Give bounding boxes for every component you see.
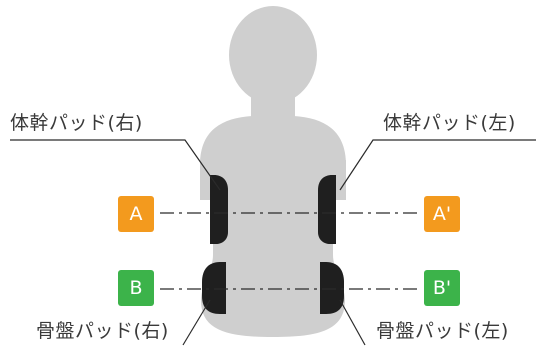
trunk-pad-right-shape	[210, 175, 228, 244]
marker-a-prime: A'	[424, 196, 460, 232]
label-trunk-pad-left: 体幹パッド(左)	[383, 112, 516, 134]
marker-a: A	[118, 196, 154, 232]
trunk-pad-left-shape	[318, 175, 336, 244]
marker-b: B	[118, 270, 154, 306]
right-arm-shape	[333, 160, 346, 200]
pelvis-pad-left-shape	[320, 262, 344, 314]
marker-b-prime: B'	[424, 270, 460, 306]
person-silhouette	[200, 6, 346, 337]
pads	[202, 175, 344, 314]
label-trunk-pad-right: 体幹パッド(右)	[10, 112, 143, 134]
trunk-left-leader	[339, 139, 536, 191]
label-pelvis-pad-left: 骨盤パッド(左)	[376, 320, 509, 342]
pelvis-left-leader	[339, 299, 366, 346]
pelvis-pad-right-shape	[202, 262, 226, 314]
lower-body-shape	[201, 180, 345, 337]
trunk-right-leader	[10, 139, 221, 191]
left-arm-shape	[200, 160, 213, 200]
pelvis-right-leader	[182, 299, 211, 346]
label-pelvis-pad-right: 骨盤パッド(右)	[36, 320, 169, 342]
head-shape	[229, 6, 317, 104]
torso-shape	[200, 116, 346, 200]
reference-lines	[160, 212, 420, 290]
leader-lines	[10, 139, 536, 346]
